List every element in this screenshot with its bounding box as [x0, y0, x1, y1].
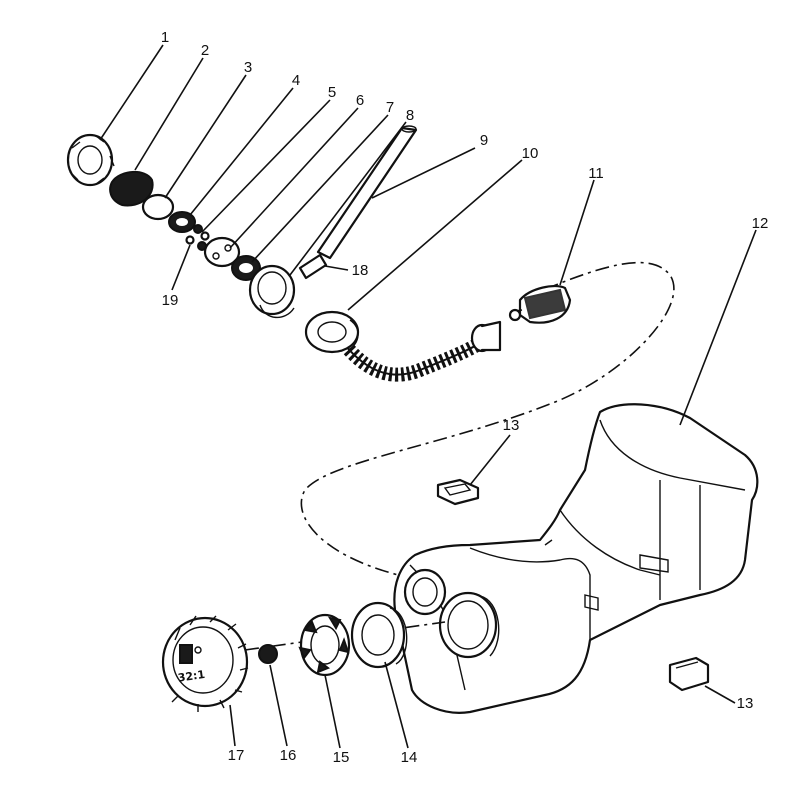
callout-9: 9: [480, 132, 488, 149]
callout-13-upper: 13: [503, 417, 520, 434]
leader-lines: [99, 44, 757, 749]
valve-housing: [248, 264, 296, 319]
tank-hose-port: [403, 568, 447, 616]
valve-plate: [203, 236, 241, 268]
gasket-upper: [168, 211, 196, 233]
pickup-tube: [316, 125, 418, 260]
tube-fitting: [298, 253, 328, 280]
callout-3: 3: [244, 59, 252, 76]
tank-filler-neck: [438, 591, 500, 659]
hose-grommet: [304, 310, 360, 354]
grommet-upper: [436, 478, 480, 506]
callout-12: 12: [752, 215, 769, 232]
fuel-mixture-icon: [179, 644, 193, 664]
callout-14: 14: [401, 749, 418, 766]
grommet-lower: [668, 656, 710, 692]
callout-5: 5: [328, 84, 336, 101]
cap-retainer: [298, 613, 351, 677]
callout-16: 16: [280, 747, 297, 764]
cap-vent-valve: [258, 644, 278, 664]
small-seals: [185, 224, 210, 251]
callout-19: 19: [162, 292, 179, 309]
callout-13-lower: 13: [737, 695, 754, 712]
callout-17: 17: [228, 747, 245, 764]
fuel-hose: [339, 320, 502, 382]
tank-cap: 32:1: [161, 615, 249, 712]
callout-2: 2: [201, 42, 209, 59]
callout-15: 15: [333, 749, 350, 766]
callout-6: 6: [356, 92, 364, 109]
callout-numbers: 1 2 3 4 5 6 7 8 9 10 11 12 13 13 14 15 1…: [161, 29, 769, 766]
callout-7: 7: [386, 99, 394, 116]
cap-marking: 32:1: [177, 668, 206, 685]
fuel-filter: [508, 284, 572, 324]
cap-cover: [141, 193, 175, 221]
callout-18: 18: [352, 262, 369, 279]
callout-8: 8: [406, 107, 414, 124]
callout-1: 1: [161, 29, 169, 46]
callout-11: 11: [588, 165, 604, 182]
callout-10: 10: [522, 145, 539, 162]
callout-4: 4: [292, 72, 300, 89]
cap-ring: [66, 133, 115, 187]
filler-neck-seal: [350, 601, 408, 669]
